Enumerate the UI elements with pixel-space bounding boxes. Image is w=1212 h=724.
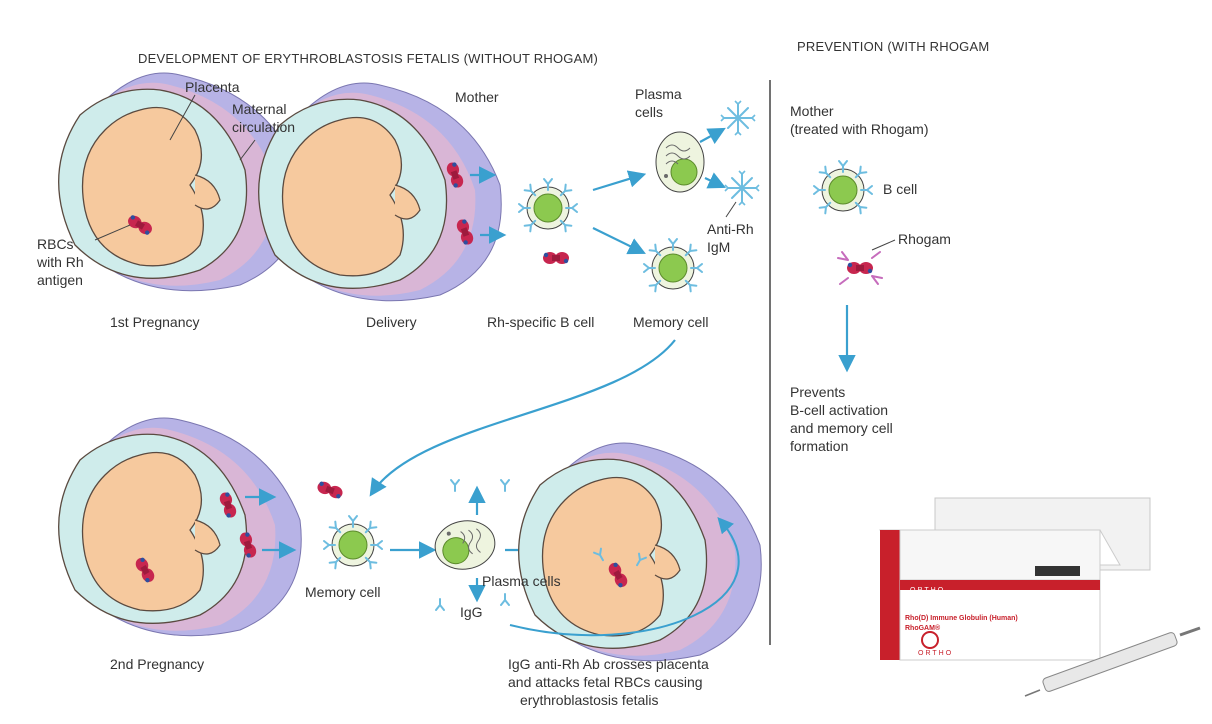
b-cell-label: B cell xyxy=(883,181,918,197)
rbc-near-memory-cell xyxy=(315,479,345,501)
memory-cell-bottom xyxy=(324,516,382,568)
box-product-brand: RhoGAM® xyxy=(905,625,941,632)
rhogam-bound-rbc xyxy=(837,251,883,285)
left-section-title: DEVELOPMENT OF ERYTHROBLASTOSIS FETALIS … xyxy=(138,51,599,66)
box-brand-top: ORTHO xyxy=(910,587,946,594)
anti-rh-label: Anti-Rh xyxy=(707,221,754,237)
circulation-label: circulation xyxy=(232,119,296,135)
plasma-cells-bottom-label: Plasma cells xyxy=(482,573,561,589)
plasma-cell-bottom xyxy=(430,515,500,575)
memory-cell-bottom-label: Memory cell xyxy=(305,584,381,600)
mother-label: Mother xyxy=(455,89,499,105)
igm-antibody-1 xyxy=(720,100,756,136)
box-brand-bottom: ORTHO xyxy=(918,650,954,657)
second-pregnancy-illustration xyxy=(58,417,302,637)
plasma-cell-top xyxy=(655,131,705,193)
crosses-line-1: IgG anti-Rh Ab crosses placenta xyxy=(508,656,709,672)
placenta-label: Placenta xyxy=(185,79,240,95)
second-pregnancy-label: 2nd Pregnancy xyxy=(110,656,205,672)
plasma-label: Plasma xyxy=(635,86,682,102)
maternal-label: Maternal xyxy=(232,101,287,117)
with-rh-label: with Rh xyxy=(37,254,84,270)
crosses-line-3: erythroblastosis fetalis xyxy=(520,692,659,708)
first-pregnancy-label: 1st Pregnancy xyxy=(110,314,200,330)
fetal-attack-illustration xyxy=(518,442,762,662)
prevents-line-3: and memory cell xyxy=(790,420,893,436)
delivery-illustration xyxy=(258,82,502,302)
memory-to-second-pregnancy-arrow xyxy=(369,339,676,497)
igm-antibody-2 xyxy=(724,170,760,206)
memory-cell-top-label: Memory cell xyxy=(633,314,709,330)
crosses-line-2: and attacks fetal RBCs causing xyxy=(508,674,703,690)
rh-rbc-antigen xyxy=(543,252,569,264)
box-product-name: Rho(D) Immune Globulin (Human) xyxy=(905,615,1018,622)
cells-label: cells xyxy=(635,104,664,120)
igm-label: IgM xyxy=(707,239,731,255)
memory-cell-top xyxy=(644,239,702,291)
mother-treated-label-2: (treated with Rhogam) xyxy=(790,121,929,137)
rh-specific-b-cell xyxy=(519,179,577,231)
prevents-line-1: Prevents xyxy=(790,384,846,400)
igg-label: IgG xyxy=(460,604,483,620)
rhogam-product-box xyxy=(879,497,1151,661)
rh-specific-b-cell-label: Rh-specific B cell xyxy=(487,314,595,330)
rbcs-label: RBCs xyxy=(37,236,74,252)
right-section-title: PREVENTION (WITH RHOGAM xyxy=(797,39,990,54)
syringe xyxy=(1024,626,1201,697)
b-cell-treated xyxy=(814,161,872,213)
prevents-line-2: B-cell activation xyxy=(790,402,889,418)
prevents-line-4: formation xyxy=(790,438,849,454)
rhogam-label: Rhogam xyxy=(898,231,951,247)
antigen-label: antigen xyxy=(37,272,83,288)
mother-treated-label-1: Mother xyxy=(790,103,834,119)
delivery-label: Delivery xyxy=(366,314,417,330)
